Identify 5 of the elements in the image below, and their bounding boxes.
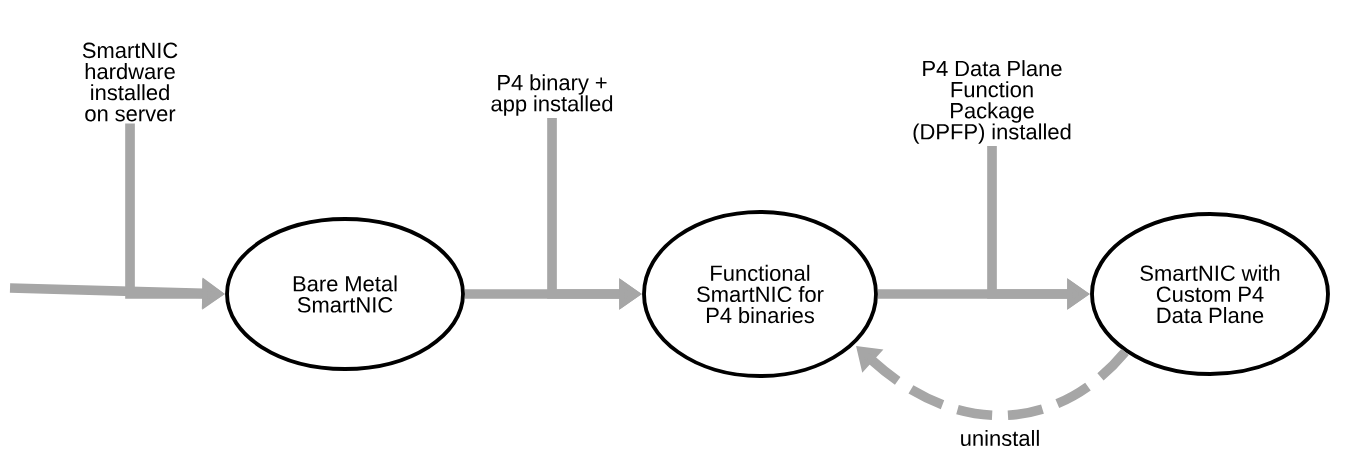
edge-label: uninstall	[961, 429, 1039, 447]
step-label: SmartNIC hardware installed on server	[82, 42, 178, 122]
arrow	[856, 346, 1129, 421]
step-label: P4 binary + app installed	[491, 74, 613, 116]
step-label: P4 Data Plane Function Package (DPFP) installed	[913, 60, 1071, 144]
